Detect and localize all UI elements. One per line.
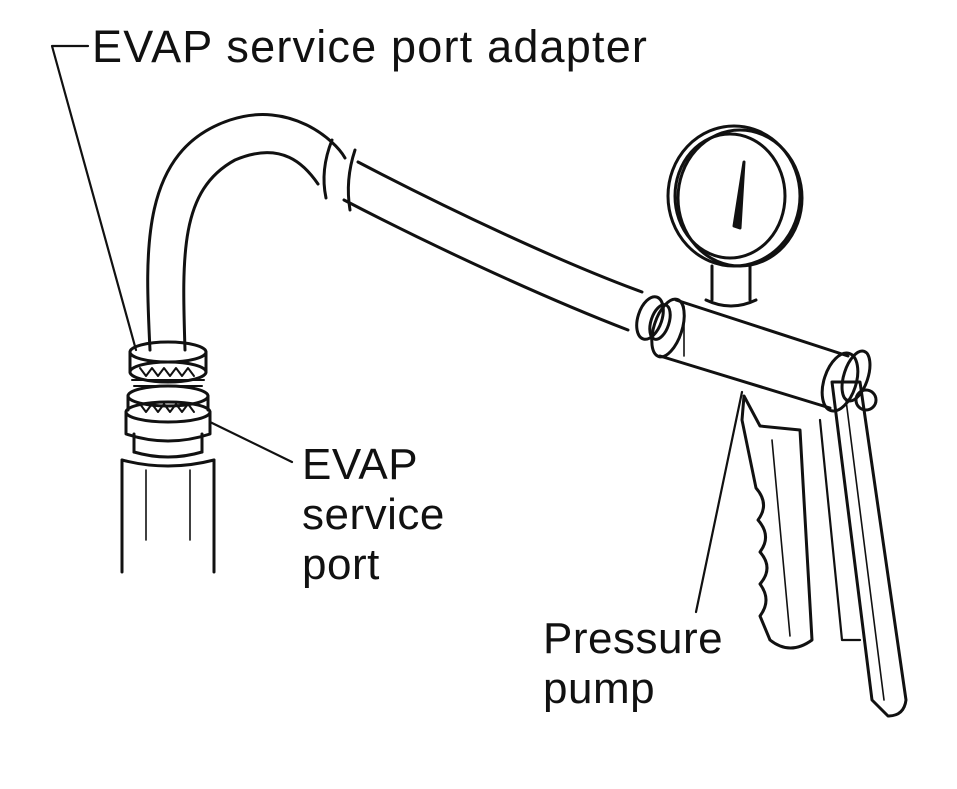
hose-inner-edge [182,151,320,352]
pressure-gauge [666,124,804,308]
hose-outer-edge [146,113,347,352]
pressure-pump-label: Pressure pump [543,614,723,714]
hose-lower-bottom [342,198,630,332]
leader-lines [50,44,744,614]
service-port-label-line: service [302,490,445,539]
leader-pump [694,390,744,614]
leader-adapter [50,44,138,352]
pump-grip [740,394,814,650]
leader-port [208,420,294,464]
hose-lower-top [356,160,644,294]
pump-body [650,297,872,413]
pressure-pump-label-line: Pressure [543,614,724,663]
service-port-tube [120,458,216,574]
adapter-fitting [124,340,212,459]
service-port-label-line: port [302,540,380,589]
pump-lever [818,380,908,718]
hose-break-mark [322,138,334,200]
hose-break-mark-2 [346,148,357,212]
pressure-pump-label-line: pump [543,664,656,713]
service-port-label: EVAP service port [302,440,445,590]
hose [146,113,644,352]
adapter-label: EVAP service port adapter [92,21,649,72]
gauge-needle [732,160,746,230]
service-port-label-line: EVAP [302,440,419,489]
